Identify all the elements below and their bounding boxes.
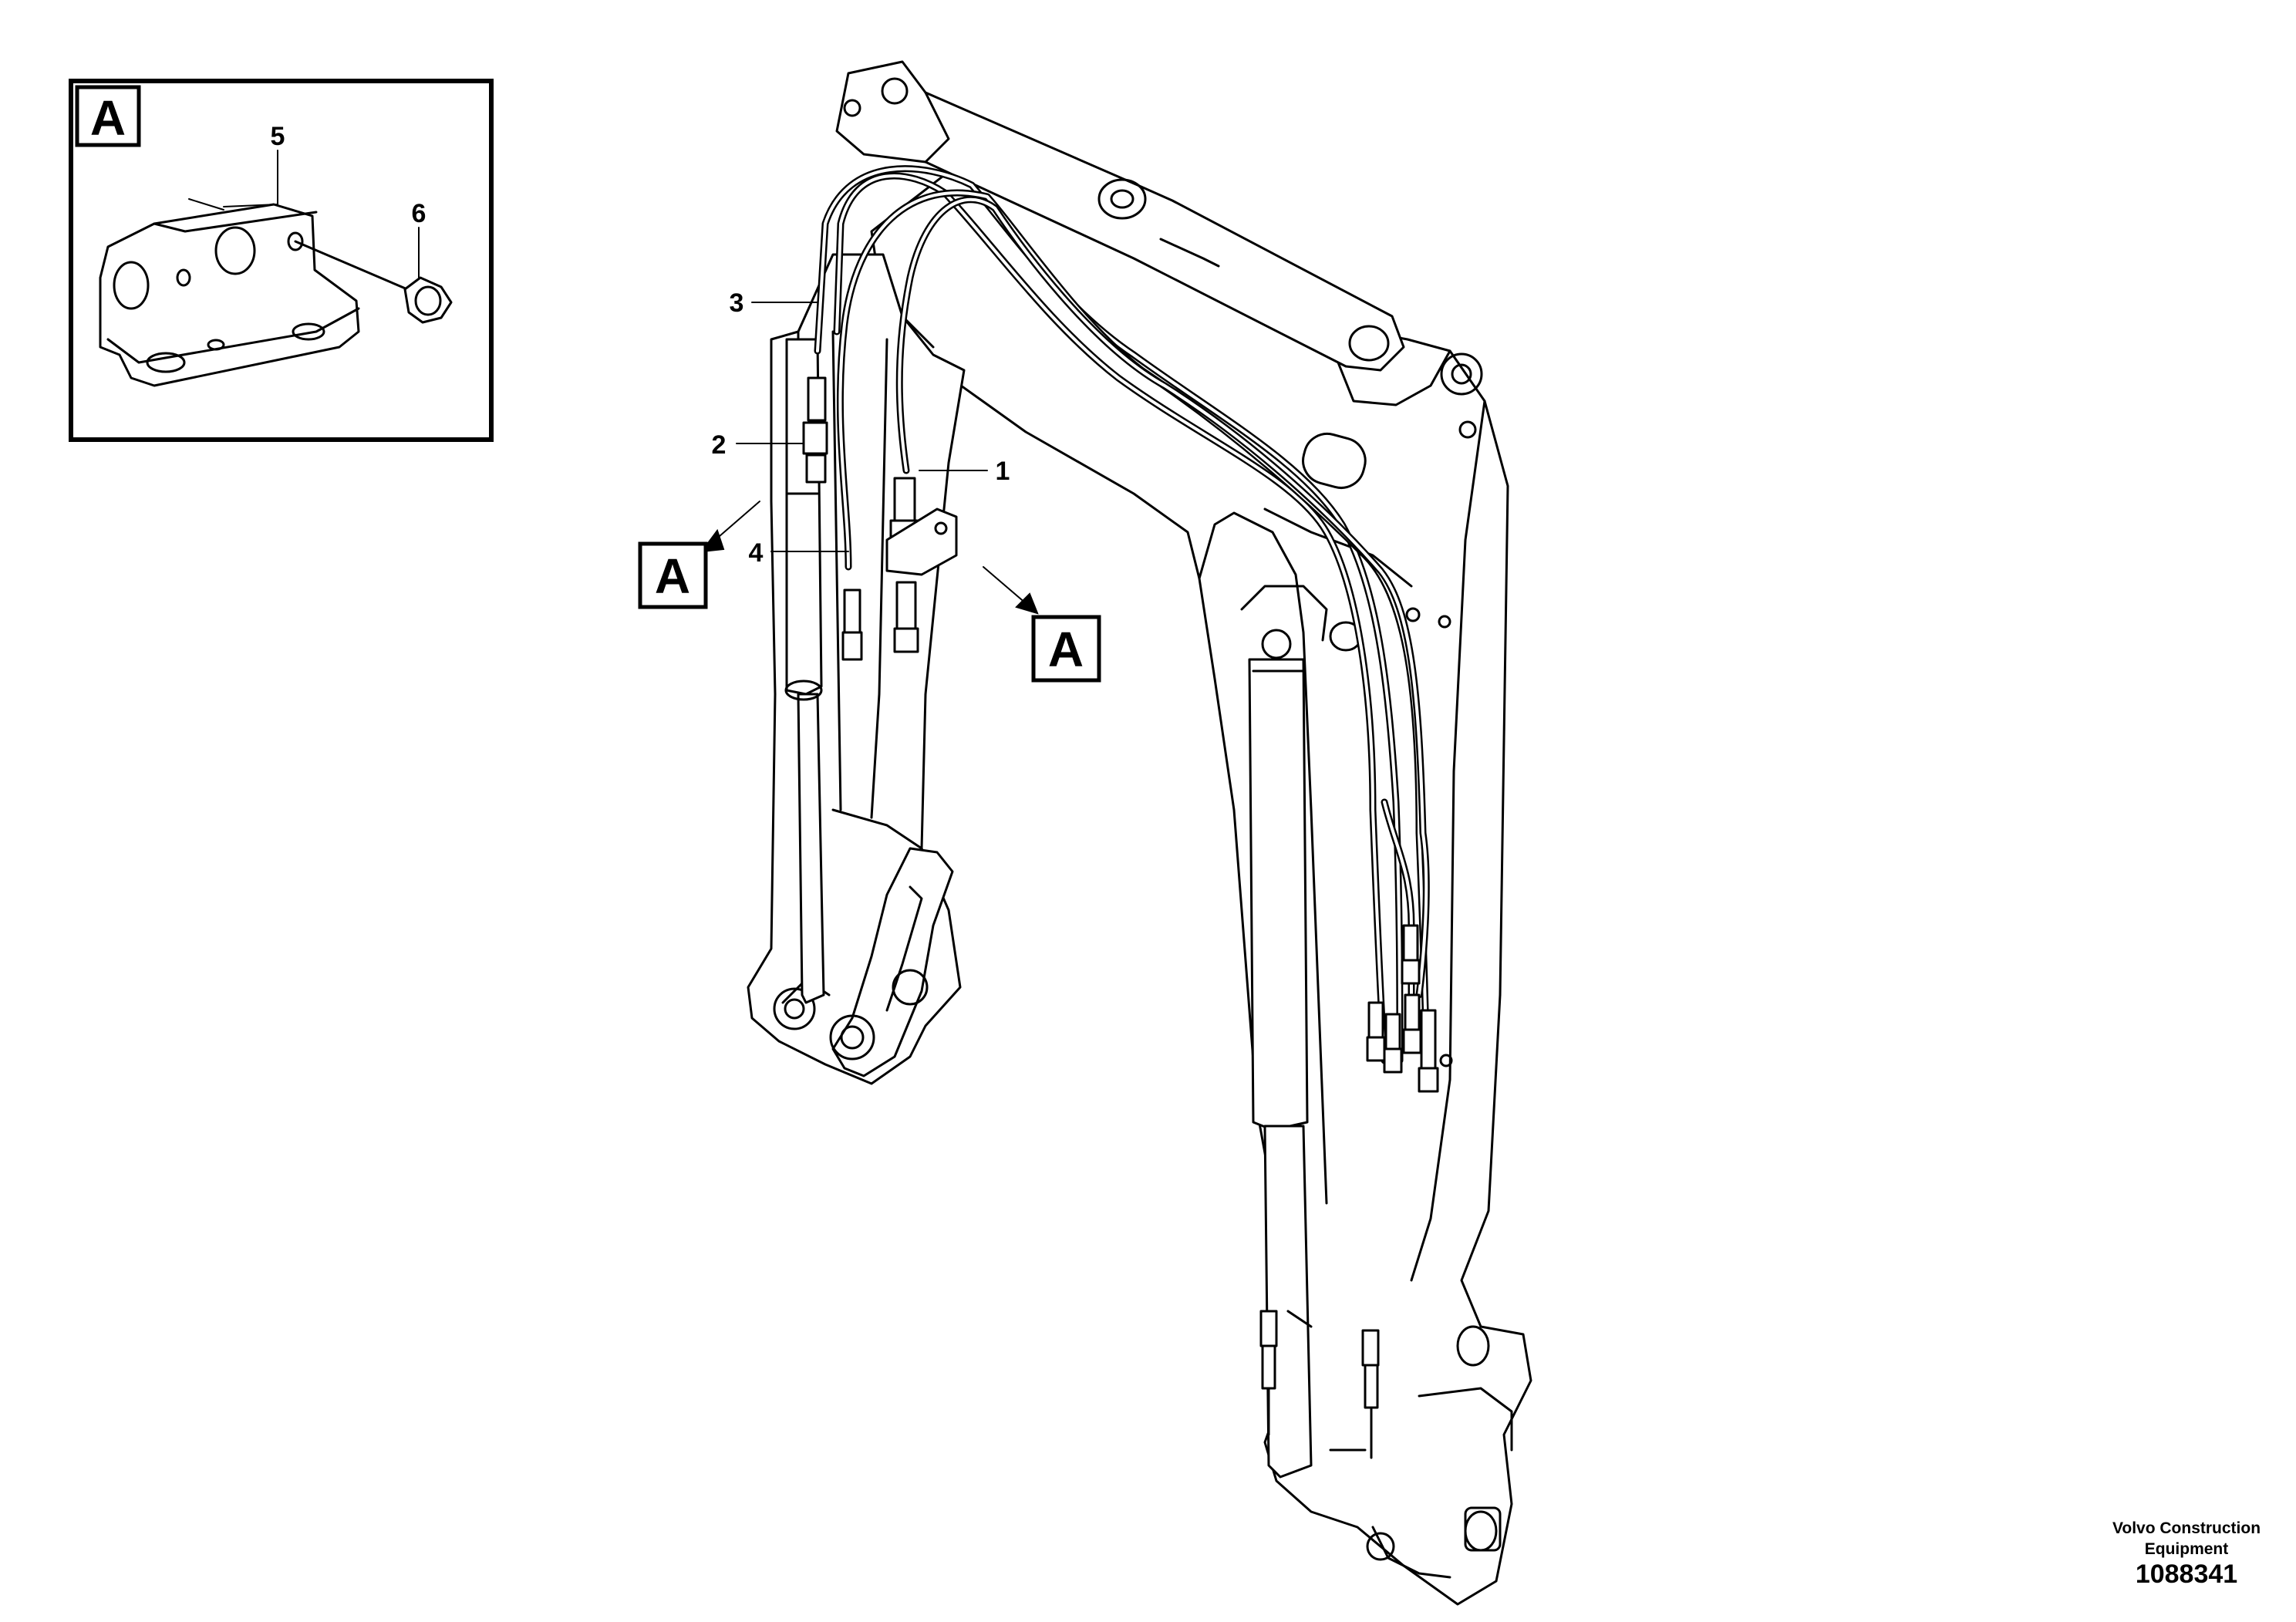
callout-6: 6 [412, 199, 426, 228]
boom-hose-fittings [1366, 924, 1439, 1093]
view-marker-letter: A [655, 548, 690, 604]
view-marker-a-right: A [983, 566, 1101, 683]
detail-view-a: A 5 6 [69, 79, 494, 442]
callout-2: 2 [712, 430, 727, 460]
drawing-number: 1088341 [2135, 1560, 2238, 1589]
callout-4: 4 [749, 538, 764, 568]
detail-view-letter: A [90, 90, 126, 146]
manufacturer-line-1: Volvo Construction [2112, 1519, 2261, 1537]
bucket-cylinder [1248, 658, 1309, 1131]
boom-cylinder [835, 60, 1405, 372]
bracket-on-arm [885, 508, 958, 576]
leader-5-to-flange [223, 204, 278, 207]
view-marker-letter: A [1048, 622, 1084, 677]
screw-part-6 [294, 240, 453, 324]
callout-3: 3 [730, 288, 744, 318]
manufacturer-line-2: Equipment [2144, 1540, 2229, 1558]
manufacturer-credit: Volvo Construction Equipment [2082, 1518, 2291, 1560]
bracket-part-5 [99, 198, 360, 387]
detail-view-letter-box [75, 85, 141, 147]
boom-structure [870, 164, 1532, 1606]
callout-1: 1 [996, 457, 1010, 486]
excavator-boom-assembly [747, 60, 1532, 1606]
callout-5: 5 [271, 122, 285, 151]
hydraulic-hose-bundle [814, 165, 1431, 1068]
arm-structure [747, 253, 966, 1085]
view-marker-a-left: A [638, 501, 760, 609]
arm-hose-fittings [802, 376, 919, 661]
main-callouts: 1 2 3 4 [712, 288, 1010, 568]
boom-foot-hose-fittings [1259, 1310, 1380, 1459]
